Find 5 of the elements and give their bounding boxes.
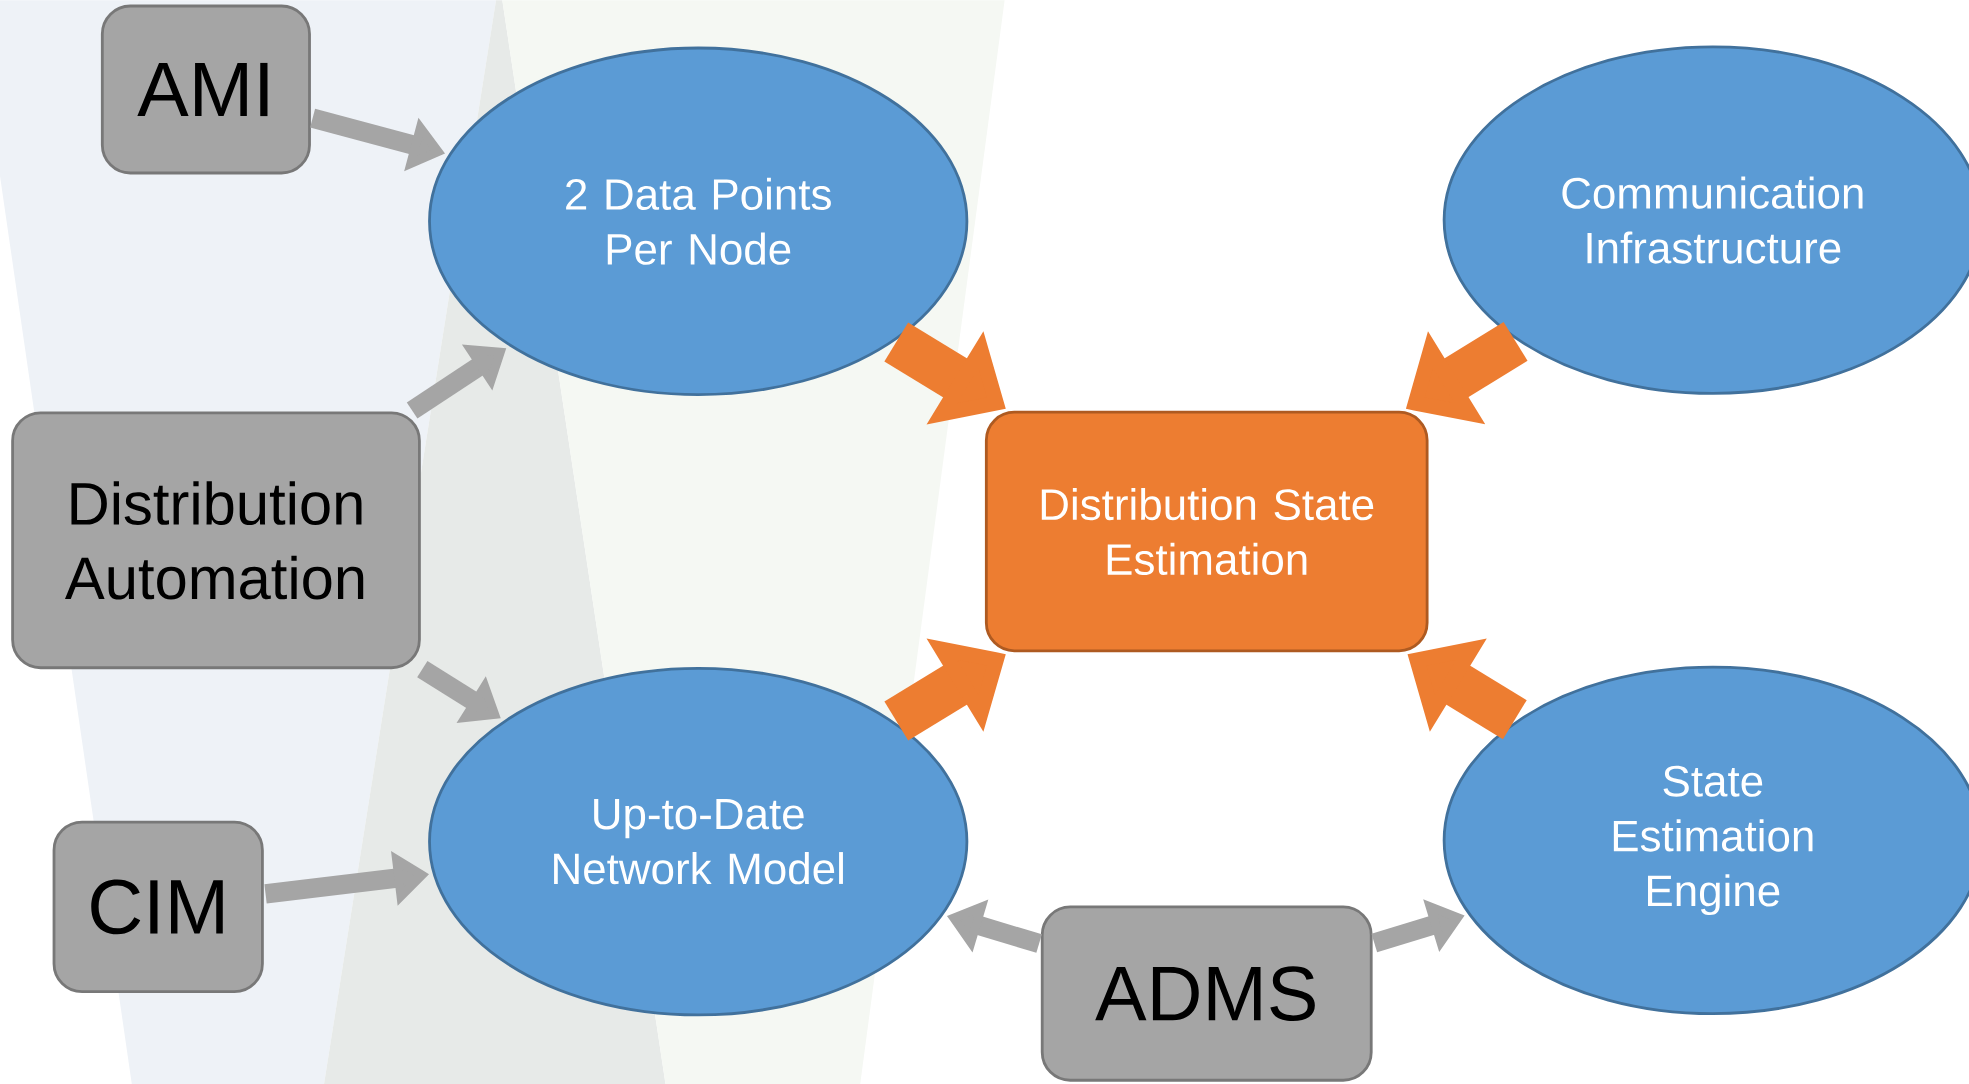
source-box: Distribution Automation xyxy=(11,411,421,670)
source-box: AMI xyxy=(100,4,311,175)
source-box: CIM xyxy=(52,820,264,994)
process-box: Distribution State Estimation xyxy=(984,410,1429,653)
source-box: ADMS xyxy=(1040,905,1373,1082)
